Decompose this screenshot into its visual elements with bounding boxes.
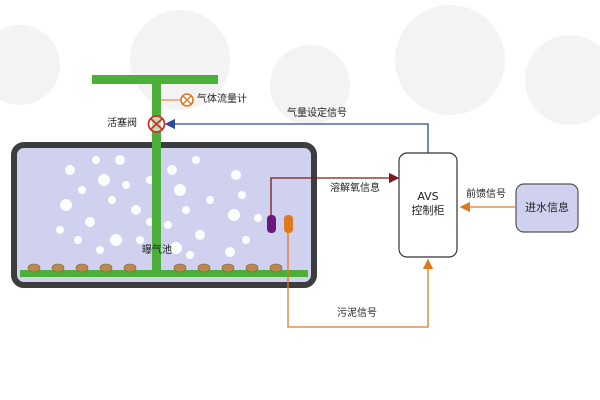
tank-label: 曝气池: [142, 245, 172, 256]
gas-setpoint-signal-line: [164, 118, 429, 153]
flowmeter-label: 气体流量计: [197, 94, 247, 105]
avs-box-text: AVS 控制柜: [399, 190, 457, 218]
avs-title: AVS: [417, 190, 439, 203]
do-probe: [267, 215, 276, 233]
diffusers: [20, 263, 308, 277]
flowmeter-icon: [161, 93, 194, 107]
air-pipe: [92, 75, 218, 274]
feedforward-label: 前馈信号: [466, 189, 506, 200]
dissolved-oxygen-signal-line: [270, 172, 400, 215]
sludge-label: 污泥信号: [337, 308, 377, 319]
avs-control-cabinet: [398, 152, 458, 258]
avs-subtitle: 控制柜: [411, 204, 445, 217]
aeration-tank: [11, 142, 317, 288]
air-bubbles: [56, 155, 262, 259]
inflow-box-text: 进水信息: [525, 201, 569, 214]
sludge-signal-line: [287, 233, 434, 328]
valve-icon: [147, 115, 166, 133]
background-decoration: [0, 5, 600, 125]
inflow-info-box: [515, 183, 579, 233]
valve-label: 活塞阀: [107, 118, 137, 129]
dissolved-oxygen-label: 溶解氧信息: [330, 183, 380, 194]
gas-setpoint-label: 气量设定信号: [287, 108, 347, 119]
sludge-probe: [284, 215, 293, 233]
